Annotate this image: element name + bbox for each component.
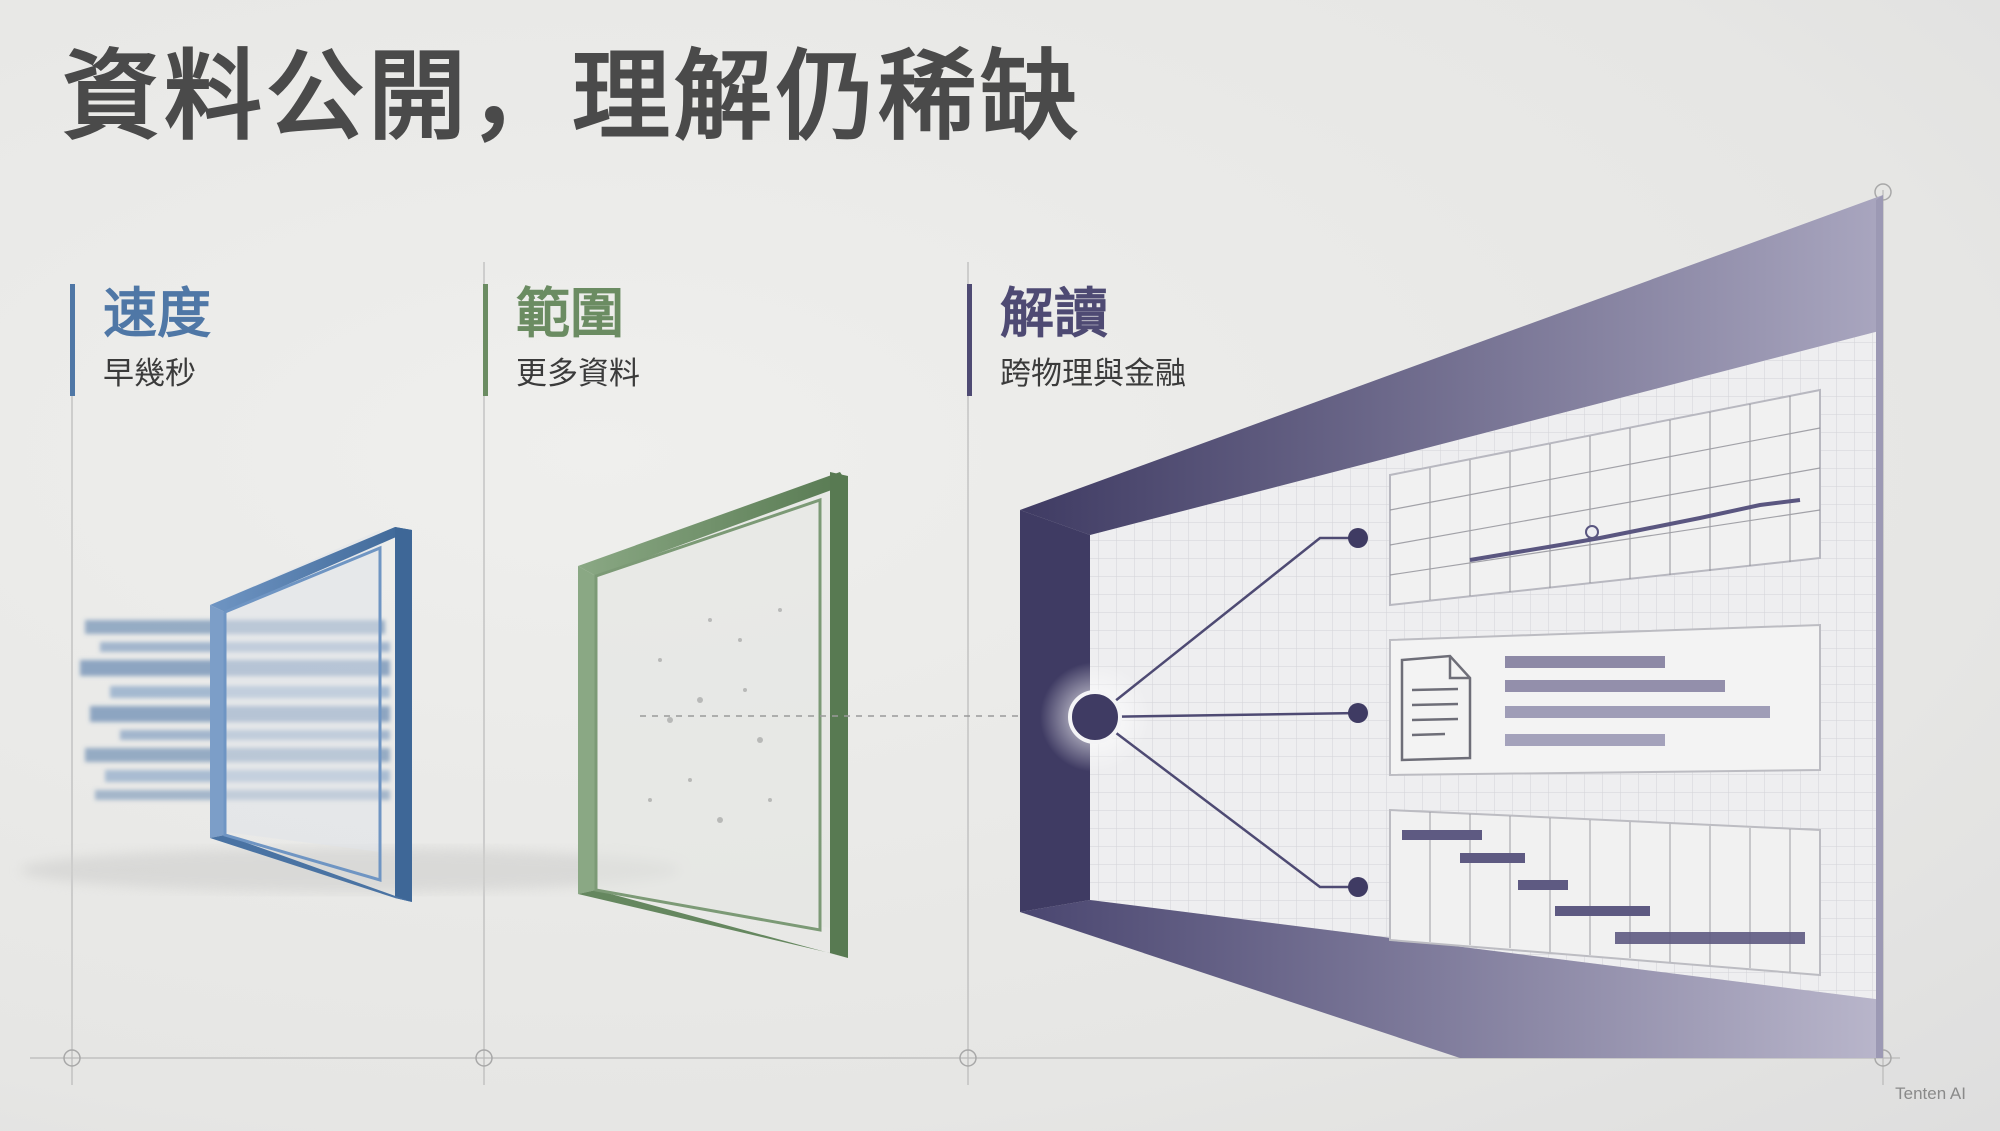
column-heading: 範圍	[516, 282, 624, 345]
page-title: 資料公開，理解仍稀缺	[62, 40, 1083, 154]
doc-card	[1389, 623, 1821, 777]
column-speed: 速度 早幾秒	[70, 284, 211, 396]
noise-frame	[648, 608, 782, 823]
brand-label: Tenten AI	[1895, 1084, 1966, 1103]
column-heading: 解讀	[1000, 282, 1108, 345]
green-frame	[578, 472, 848, 958]
column-subtitle: 跨物理與金融	[1000, 356, 1186, 393]
hub-node	[1040, 528, 1368, 897]
grid-chart	[1389, 388, 1821, 607]
gantt-chart	[1389, 808, 1821, 977]
column-heading: 速度	[103, 282, 211, 345]
column-subtitle: 更多資料	[516, 356, 640, 393]
column-interpretation: 解讀 跨物理與金融	[967, 284, 1186, 396]
column-scope: 範圍 更多資料	[483, 284, 640, 396]
document-icon	[1400, 654, 1472, 762]
blue-frame	[210, 527, 412, 902]
column-subtitle: 早幾秒	[103, 356, 196, 393]
